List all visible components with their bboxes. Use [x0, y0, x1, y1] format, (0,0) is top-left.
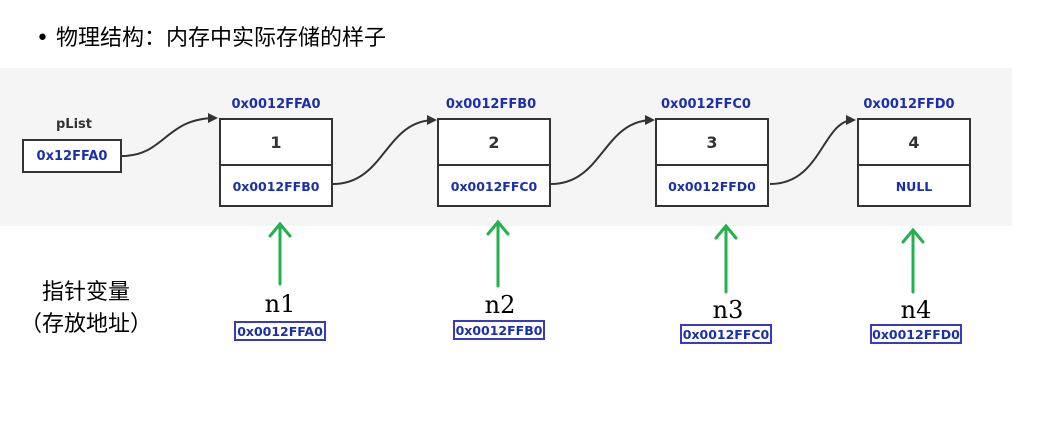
var-n1-name: n1 — [264, 290, 296, 318]
node1-data: 1 — [221, 120, 331, 166]
var-n3-address-box: 0x0012FFC0 — [680, 324, 772, 344]
var-n4-address: 0x0012FFD0 — [872, 326, 960, 342]
plist-label: pList — [56, 117, 92, 132]
var-n4-name: n4 — [900, 296, 932, 324]
node3-next: 0x0012FFD0 — [668, 179, 756, 194]
plist-to-node1-arrow — [121, 113, 218, 157]
node-1: 1 0x0012FFB0 — [219, 118, 333, 207]
pointer-vars-label: 指针变量 （存放地址） — [20, 277, 152, 341]
node-3: 3 0x0012FFD0 — [655, 118, 769, 207]
node4-next: NULL — [895, 179, 933, 194]
node1-to-node2-arrow — [332, 115, 437, 185]
up-arrow-n3 — [714, 223, 738, 294]
plist-value: 0x12FFA0 — [36, 148, 108, 164]
node1-next: 0x0012FFB0 — [232, 179, 320, 194]
up-arrow-n2 — [486, 219, 510, 288]
node2-data: 2 — [439, 120, 549, 166]
node-2: 2 0x0012FFC0 — [437, 118, 551, 207]
var-n1-address-box: 0x0012FFA0 — [234, 321, 326, 341]
var-n3-name: n3 — [712, 296, 744, 324]
node4-address: 0x0012FFD0 — [863, 97, 955, 112]
node2-next: 0x0012FFC0 — [450, 179, 538, 194]
var-n2-address: 0x0012FFB0 — [455, 322, 543, 338]
var-n3-address: 0x0012FFC0 — [682, 326, 770, 342]
var-n1-address: 0x0012FFA0 — [237, 323, 323, 339]
node3-address: 0x0012FFC0 — [661, 97, 751, 112]
up-arrow-n1 — [268, 221, 292, 286]
pointer-vars-label-line1: 指针变量 — [42, 280, 131, 305]
node-4: 4 NULL — [857, 118, 971, 207]
node2-address: 0x0012FFB0 — [445, 97, 537, 112]
var-n4-address-box: 0x0012FFD0 — [870, 324, 962, 344]
var-n2-name: n2 — [484, 291, 516, 319]
node3-to-node4-arrow — [769, 115, 856, 185]
node1-address: 0x0012FFA0 — [231, 97, 321, 112]
up-arrow-n4 — [901, 227, 925, 294]
node2-to-node3-arrow — [550, 115, 655, 185]
var-n2-address-box: 0x0012FFB0 — [453, 320, 545, 340]
node3-data: 3 — [657, 120, 767, 166]
page-heading: • 物理结构：内存中实际存储的样子 — [36, 26, 386, 51]
plist-value-box: 0x12FFA0 — [22, 139, 122, 173]
node4-data: 4 — [859, 120, 969, 166]
pointer-vars-label-line2: （存放地址） — [20, 312, 153, 337]
